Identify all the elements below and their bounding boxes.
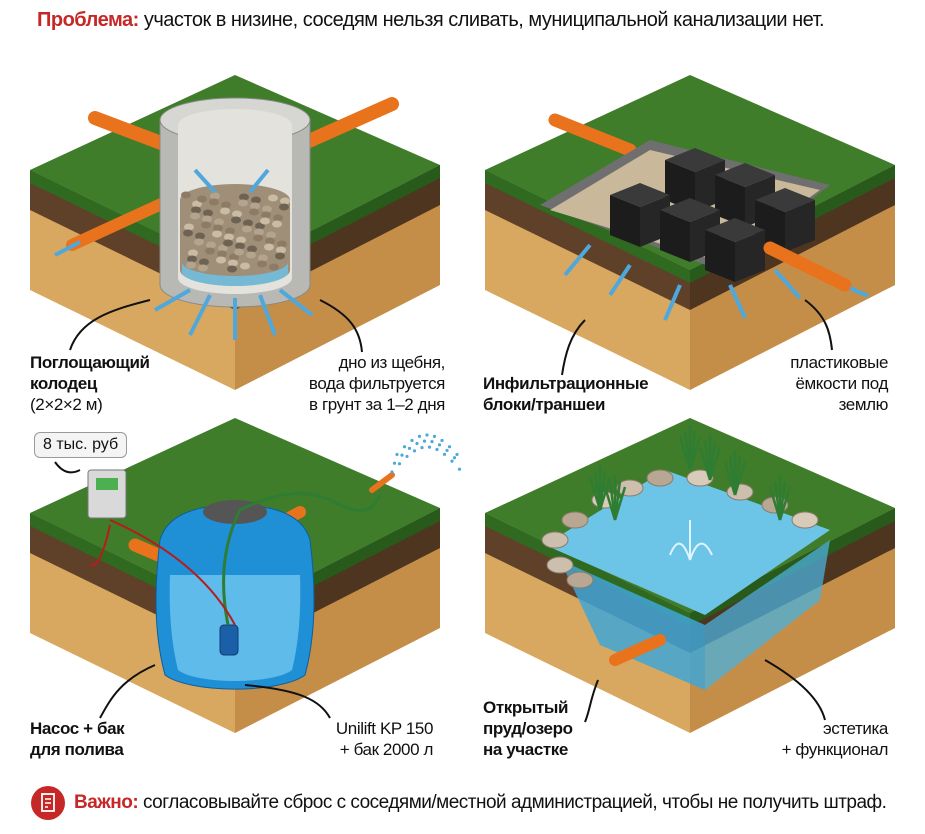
- water-spray: [390, 433, 462, 474]
- power-cable: [109, 519, 236, 626]
- rock: [686, 469, 714, 487]
- pond-rocks: [541, 469, 819, 589]
- pipe-in-right: [293, 97, 399, 152]
- rock: [561, 511, 589, 529]
- rock: [646, 469, 674, 487]
- water-arrows: [563, 243, 869, 321]
- rock: [541, 531, 569, 549]
- rock: [546, 556, 574, 574]
- callout-line: [69, 299, 151, 351]
- submersible-pump: [219, 624, 239, 656]
- pipe-out: [66, 194, 176, 251]
- gravel-stones: [181, 191, 290, 273]
- price-badge: 8 тыс. руб: [34, 432, 128, 458]
- reed: [613, 486, 627, 521]
- reed: [598, 476, 612, 511]
- panel2-label: Инфильтрационные блоки/траншеи: [483, 374, 649, 414]
- rock: [791, 511, 819, 529]
- pond-illustration: [541, 425, 830, 723]
- headline-text: участок в низине, соседям нельзя сливать…: [138, 9, 825, 31]
- panel3-note: Unilift KP 150 + бак 2000 л: [335, 719, 433, 759]
- callout-line: [319, 299, 363, 353]
- controller-box: [87, 469, 127, 519]
- headline-label: Проблема:: [37, 9, 139, 31]
- footer-note: Важно: согласовывайте сброс с соседями/м…: [74, 792, 887, 813]
- rock: [566, 571, 594, 589]
- absorption-well-illustration: [54, 97, 399, 353]
- panel3-label: Насос + бак для полива: [30, 719, 125, 759]
- infiltration-blocks-illustration: [540, 113, 869, 376]
- fountain: [669, 520, 713, 561]
- water-arrows: [54, 168, 314, 340]
- panel4-label: Открытый пруд/озеро на участке: [483, 698, 573, 759]
- hose: [222, 492, 382, 626]
- reed: [708, 446, 722, 481]
- reed: [778, 486, 792, 521]
- reed: [688, 436, 702, 471]
- headline: Проблема: участок в низине, соседям нель…: [37, 9, 825, 32]
- document-warning-icon: [31, 786, 65, 820]
- pond-plants: [588, 425, 792, 521]
- pump-tank-illustration: [54, 433, 462, 719]
- panel1-note: дно из щебня, вода фильтруется в грунт з…: [308, 353, 446, 414]
- rock: [726, 483, 754, 501]
- reed: [733, 461, 747, 496]
- plastic-blocks: [610, 148, 815, 282]
- panel4-note: эстетика + функционал: [781, 719, 889, 759]
- sprinkler: [369, 472, 395, 493]
- panel1-label: Поглощающий колодец (2×2×2 м): [30, 353, 150, 414]
- panel2-note: пластиковые ёмкости под землю: [790, 353, 888, 414]
